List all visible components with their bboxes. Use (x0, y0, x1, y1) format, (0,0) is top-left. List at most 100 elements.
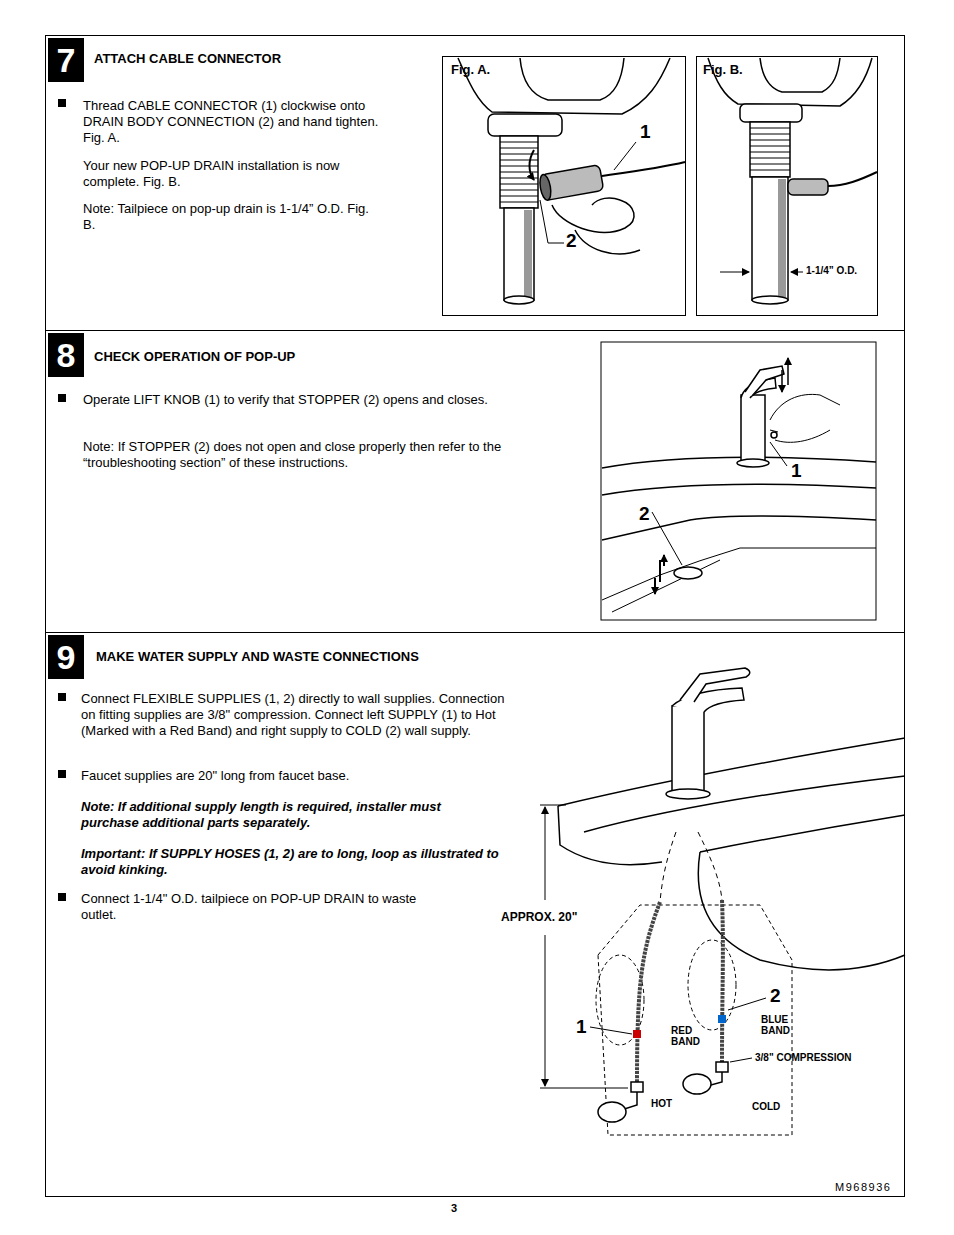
drawing-part (488, 114, 562, 136)
step-number-text: 7 (57, 41, 76, 79)
callout-number: 1 (576, 1017, 587, 1037)
part-number: M968936 (835, 1181, 891, 1194)
step-panel: CHECK OPERATION OF POP-UP Operate LIFT KN… (45, 330, 905, 633)
drawing-part (500, 136, 538, 208)
drawing-part (778, 179, 786, 298)
drawing-part (663, 555, 665, 566)
drawing-part (728, 998, 766, 1010)
callout-number: 2 (639, 504, 650, 524)
drawing-part (788, 179, 828, 195)
drawing-part (601, 342, 876, 620)
drawing-part (659, 560, 661, 582)
drawing-part (558, 806, 662, 865)
drawing-part (752, 177, 788, 300)
drawing-part (540, 805, 566, 806)
drawing-part (558, 738, 905, 806)
dimension-label: HOT (651, 1098, 672, 1109)
drawing-part (674, 567, 702, 579)
drawing-part (683, 1074, 711, 1094)
drawing-part (828, 172, 877, 186)
fig-b-drawing (708, 58, 877, 304)
drawing-part (590, 1027, 632, 1034)
drawing-part (680, 668, 750, 702)
callout-number: 1 (791, 461, 802, 481)
drawing-part (540, 1088, 628, 1089)
step-number: 8 (48, 333, 84, 377)
drawing-part (538, 165, 604, 201)
drawing-part (545, 807, 546, 900)
dimension-label: 3/8" COMPRESSION (755, 1052, 851, 1063)
drawing-part (58, 693, 66, 701)
drawing-part (745, 366, 784, 396)
drawing-part (718, 1015, 726, 1023)
drawing-part (598, 1102, 626, 1122)
instruction-text: Note: If additional supply length is req… (81, 799, 501, 831)
figure-label: Fig. B. (703, 62, 803, 78)
drawing-part (520, 58, 624, 100)
drawing-part (545, 935, 546, 1086)
fig-a-drawing (458, 58, 685, 304)
drawing-part (58, 99, 66, 107)
drawing-part (540, 200, 564, 243)
drawing-part (58, 770, 66, 778)
dimension-label: APPROX. 20" (499, 910, 579, 924)
dimension-label: RED BAND (671, 1025, 707, 1047)
drawing-part (633, 1030, 641, 1038)
instruction-text: Connect 1-1/4" O.D. tailpiece on POP-UP … (81, 891, 441, 923)
drawing-part (500, 142, 538, 202)
drawing-part (741, 395, 765, 463)
drawing-part (771, 432, 777, 438)
instruction-text: Note: If STOPPER (2) does not open and c… (83, 439, 533, 471)
drawing-part (614, 142, 636, 170)
figure-box: Fig. B. (696, 56, 878, 316)
drawing-part (58, 893, 66, 901)
instruction-text: Important: If SUPPLY HOSES (1, 2) are to… (81, 846, 501, 878)
drawing-part (504, 296, 534, 304)
drawing-part (524, 210, 532, 298)
drawing-part (672, 706, 704, 794)
step-heading: ATTACH CABLE CONNECTOR (94, 51, 424, 67)
drawing-part (698, 832, 722, 900)
drawing-part (791, 272, 803, 273)
drawing-part (737, 459, 769, 467)
callout-number: 1 (640, 122, 651, 142)
drawing-part (530, 150, 535, 180)
instruction-text: Operate LIFT KNOB (1) to verify that STO… (83, 392, 513, 408)
drawing-part (654, 578, 656, 594)
step-number: 7 (48, 38, 84, 82)
drawing-part (612, 560, 720, 612)
fig-8-drawing (601, 342, 876, 620)
instruction-text: Connect FLEXIBLE SUPPLIES (1, 2) directl… (81, 691, 521, 739)
step-number-text: 9 (57, 638, 76, 676)
drawing-part (538, 174, 552, 201)
figure-box: Fig. A. (442, 56, 686, 316)
drawing-part (602, 548, 876, 600)
drawing-part (781, 370, 783, 392)
drawing-part (602, 484, 876, 495)
drawing-part (716, 1062, 728, 1072)
drawing-part (666, 789, 710, 799)
step-heading: CHECK OPERATION OF POP-UP (94, 349, 494, 365)
drawing-part (730, 1058, 752, 1062)
step-number: 9 (48, 635, 84, 679)
drawing-part (688, 940, 736, 1030)
drawing-part (58, 394, 66, 402)
drawing-part (575, 230, 640, 254)
drawing-part (752, 296, 788, 304)
instruction-text: Faucet supplies are 20" long from faucet… (81, 768, 511, 784)
instruction-text: Note: Tailpiece on pop-up drain is 1-1/4… (83, 201, 383, 233)
step-panel: ATTACH CABLE CONNECTOR Thread CABLE CONNE… (45, 35, 905, 331)
drawing-part (787, 358, 789, 385)
callout-number: 2 (566, 231, 577, 251)
drawing-part (720, 900, 725, 1062)
fig-9-drawing (540, 668, 905, 1135)
instruction-text: Thread CABLE CONNECTOR (1) clockwise ont… (83, 98, 383, 146)
drawing-part (504, 208, 534, 300)
step-number-text: 8 (57, 336, 76, 374)
drawing-part (750, 128, 790, 170)
drawing-part (720, 272, 749, 273)
step-panel: MAKE WATER SUPPLY AND WASTE CONNECTIONSC… (45, 632, 905, 1197)
dimension-label: BLUE BAND (761, 1014, 797, 1036)
instruction-text: Your new POP-UP DRAIN installation is no… (83, 158, 383, 190)
